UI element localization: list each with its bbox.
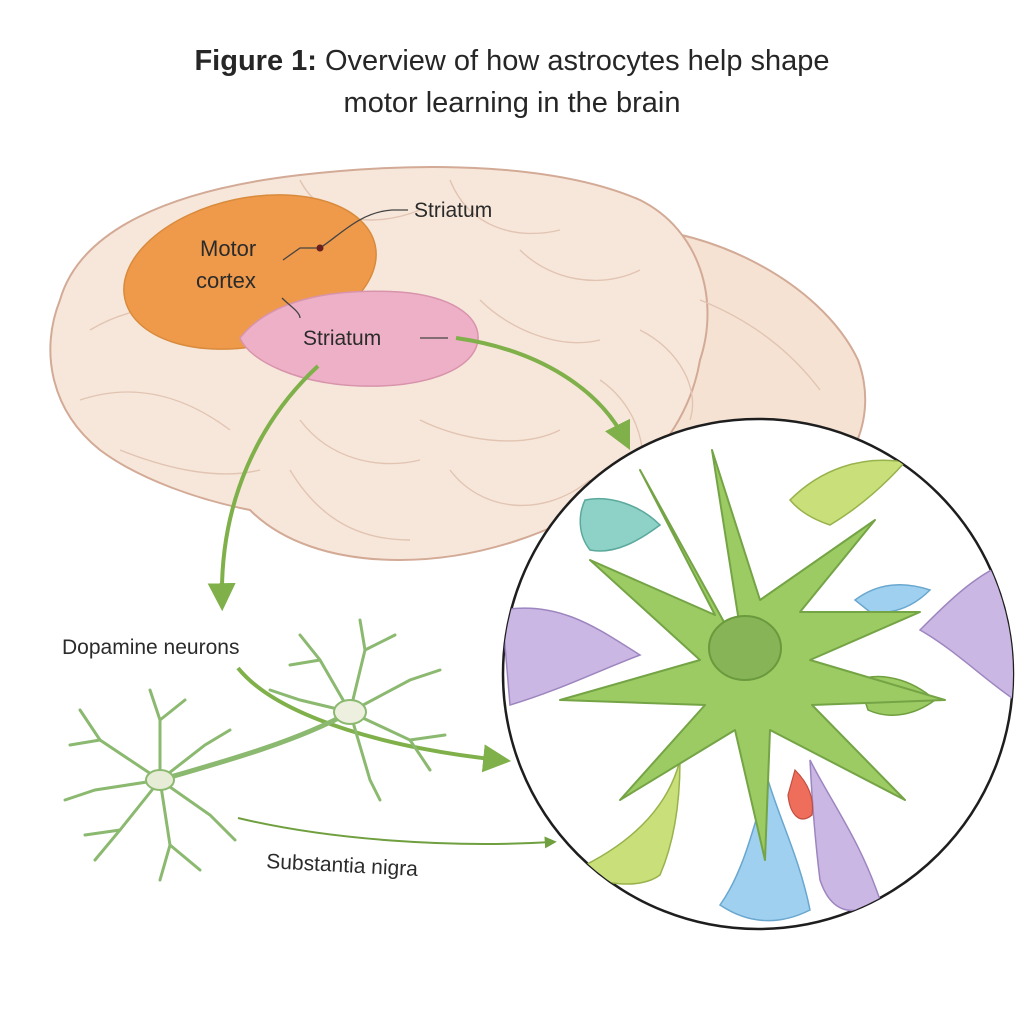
- purple-neuron-bottom: [809, 759, 881, 911]
- zoom-inset: [501, 417, 1015, 931]
- label-motor-cortex-line2: cortex: [196, 268, 256, 293]
- label-motor-cortex-line1: Motor: [200, 236, 256, 261]
- yellow-green-cell-top: [788, 459, 907, 526]
- arrow-neuron-to-zoom: [236, 666, 512, 773]
- astrocyte-nucleus: [708, 615, 782, 681]
- neuron-left-soma: [145, 769, 175, 791]
- purple-neuron-right: [918, 559, 1013, 702]
- arrow-striatum-to-zoom: [455, 336, 631, 451]
- astrocyte: [559, 449, 946, 861]
- label-striatum-mid: Striatum: [303, 327, 381, 350]
- label-striatum-top: Striatum: [414, 199, 492, 222]
- neuron-left: [63, 688, 353, 882]
- label-substantia-nigra: Substantia nigra: [266, 850, 419, 881]
- arrow-nigra-to-zoom: [237, 817, 557, 849]
- figure-title-line1: Overview of how astrocytes help shape: [325, 45, 830, 77]
- neuron-right-soma: [333, 699, 367, 725]
- figure-title: Figure 1: Overview of how astrocytes hel…: [0, 40, 1024, 124]
- neuron-right: [268, 618, 447, 802]
- arrow-striatum-to-dopamine: [207, 364, 320, 612]
- figure-label: Figure 1:: [194, 45, 317, 77]
- striatum-marker-dot: [316, 244, 324, 252]
- purple-neuron-left: [503, 607, 642, 706]
- teal-cell-topleft: [579, 498, 662, 552]
- dopamine-neurons: [63, 618, 447, 882]
- label-dopamine-neurons: Dopamine neurons: [62, 636, 239, 659]
- label-leaders: [281, 209, 448, 339]
- red-cell-bottom: [787, 768, 814, 820]
- figure-title-line2: motor learning in the brain: [343, 87, 681, 119]
